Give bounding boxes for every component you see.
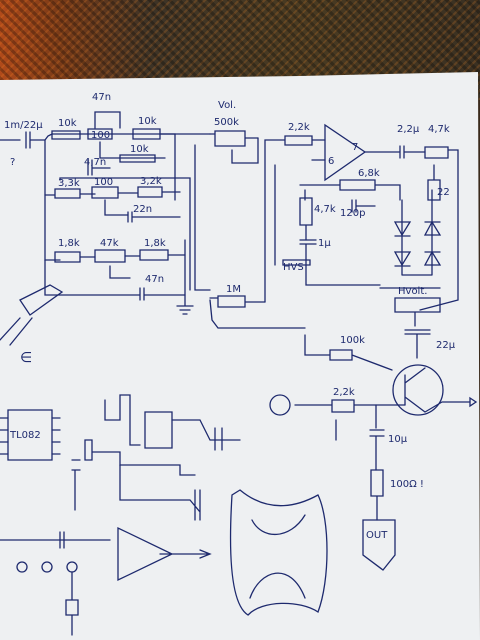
label-input-cap: 1m/22μ	[4, 120, 43, 131]
label-vol: Vol.	[218, 100, 236, 111]
label-r6k8: 6,8k	[358, 168, 380, 179]
label-r100: 100Ω !	[390, 479, 424, 490]
label-pot100-top: 100	[91, 130, 110, 141]
label-c1u: 1μ	[318, 238, 331, 249]
label-r47k-side: 4,7k	[314, 204, 336, 215]
label-pin6: 6	[328, 156, 334, 167]
label-r33k: 3,3k	[58, 178, 80, 189]
label-c47n-top: 47n	[92, 92, 111, 103]
label-c22u-out: 2,2μ	[397, 124, 420, 135]
label-c22n: 22n	[133, 204, 152, 215]
label-r47k-out: 4,7k	[428, 124, 450, 135]
label-pot100-mid: 100	[94, 177, 113, 188]
label-r10k-a: 10k	[58, 118, 77, 129]
label-r32k: 3,2k	[140, 176, 162, 187]
label-c47n-bot: 47n	[145, 274, 164, 285]
label-r22k-top: 2,2k	[288, 122, 310, 133]
label-r10k-b: 10k	[138, 116, 157, 127]
label-vol-pot: 500k	[214, 117, 239, 128]
label-r22k-b: 2,2k	[333, 387, 355, 398]
label-r18k-b: 1,8k	[144, 238, 166, 249]
label-r1m: 1M	[226, 284, 241, 295]
label-c47n-mid: 4,7n	[84, 157, 106, 168]
label-r18k-a: 1,8k	[58, 238, 80, 249]
label-pin7: 7	[352, 142, 358, 153]
label-c22-side: 22	[437, 187, 450, 198]
label-out: OUT	[366, 530, 388, 541]
label-c10u: 10μ	[388, 434, 408, 445]
label-question: ?	[10, 157, 15, 168]
wiring	[0, 111, 478, 636]
paper-sheet	[0, 72, 480, 640]
label-r100k: 100k	[340, 335, 365, 346]
label-epsilon: ∈	[20, 350, 32, 366]
label-hvs: HVS	[283, 262, 304, 273]
label-hvs-pot: Hvolt.	[398, 286, 427, 297]
label-pot47k: 47k	[100, 238, 119, 249]
label-c120p: 120p	[340, 208, 365, 219]
label-chip: TL082	[9, 430, 41, 441]
label-c22u-b: 22μ	[436, 340, 456, 351]
label-r10k-c: 10k	[130, 144, 149, 155]
